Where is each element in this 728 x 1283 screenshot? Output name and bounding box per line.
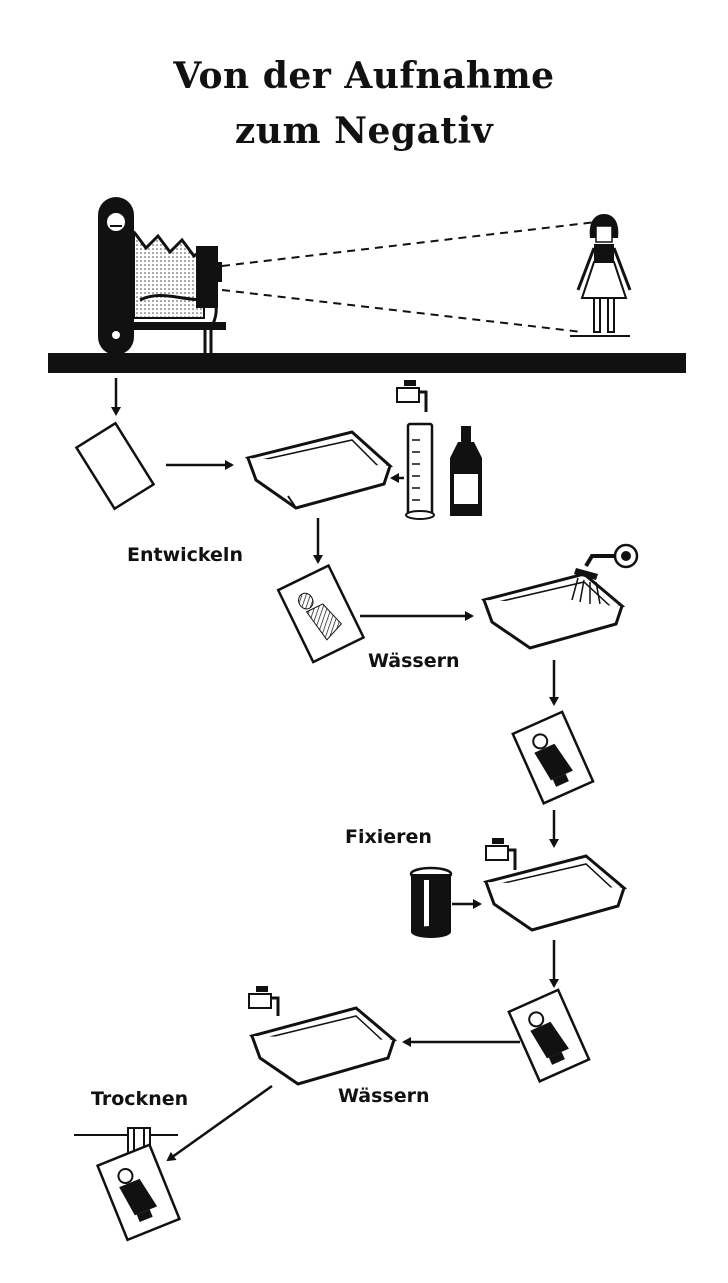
step-label-dry: Trocknen: [91, 1088, 189, 1110]
step-label-rinse-1: Wässern: [368, 650, 460, 672]
measuring-cylinder-icon: [405, 422, 435, 520]
sight-line-upper: [221, 221, 597, 267]
fixer-tray-icon: [483, 854, 628, 932]
sight-line-lower: [221, 289, 583, 333]
negative-icon: [511, 710, 595, 805]
water-tap-icon: [396, 380, 428, 412]
folding-camera-icon: [98, 197, 226, 355]
chemical-bottle-icon: [450, 426, 482, 516]
fixer-tank-icon: [409, 866, 453, 938]
step-label-fix: Fixieren: [345, 826, 432, 848]
rinse-tray-icon: [481, 572, 626, 650]
girl-subject-icon: [570, 214, 632, 337]
negative-icon: [95, 1143, 182, 1242]
diagram-title-line-2: zum Negativ: [234, 110, 494, 152]
negative-icon: [276, 563, 366, 664]
film-plate-icon: [74, 421, 156, 511]
developer-tray-icon: [244, 430, 394, 510]
step-label-rinse-2: Wässern: [338, 1085, 430, 1107]
negative-icon: [507, 988, 591, 1083]
ground-bar: [48, 353, 686, 373]
final-rinse-tray-icon: [249, 1006, 398, 1086]
step-label-develop: Entwickeln: [127, 544, 243, 566]
water-tap-icon: [248, 986, 280, 1016]
arrow-rinse-to-drying: [166, 1084, 273, 1162]
water-tap-icon: [485, 838, 517, 870]
diagram-title-line-1: Von der Aufnahme: [173, 55, 555, 97]
shower-head-icon: [571, 543, 639, 605]
